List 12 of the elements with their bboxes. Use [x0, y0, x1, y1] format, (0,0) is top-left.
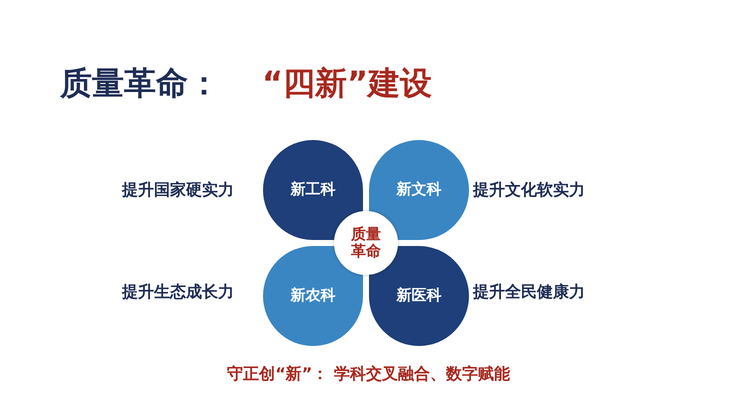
node-label: 新文科	[395, 180, 442, 199]
side-label: 提升文化软实力	[473, 180, 585, 201]
node-label: 新工科	[289, 180, 336, 199]
side-label: 提升全民健康力	[473, 282, 585, 303]
title: 质量革命：	[60, 63, 220, 104]
caption: 守正创“新”： 学科交叉融合、数字赋能	[226, 364, 511, 385]
node-label: 新农科	[289, 286, 336, 305]
node-label: 新医科	[395, 286, 442, 305]
side-label: 提升国家硬实力	[122, 180, 234, 201]
side-label: 提升生态成长力	[122, 282, 234, 303]
title-highlight: “四新”建设	[262, 63, 432, 104]
node-label: 质量革命	[350, 226, 382, 260]
